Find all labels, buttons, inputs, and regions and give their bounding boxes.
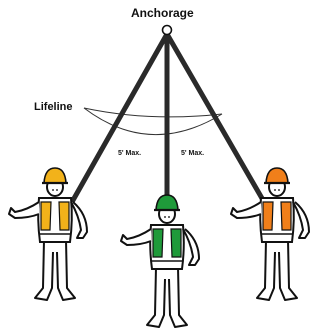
tie-off-lines — [72, 34, 267, 207]
leg-left — [147, 267, 165, 327]
hard-hat-icon — [156, 195, 178, 210]
arm-left — [231, 202, 261, 218]
right-worker-figure — [231, 168, 309, 300]
hard-hat-icon — [266, 168, 288, 183]
lifeline — [84, 108, 222, 135]
arm-right — [71, 202, 87, 238]
anchorage-label: Anchorage — [131, 6, 194, 20]
worker-right — [231, 168, 309, 300]
hard-hat-icon — [44, 168, 66, 183]
safety-vest-right-panel — [59, 202, 69, 230]
leg-left — [257, 240, 275, 300]
worker-left — [9, 168, 87, 300]
tie-off-line-left — [72, 34, 167, 202]
worker-center — [121, 195, 199, 327]
arm-right — [293, 202, 309, 238]
safety-vest-left-panel — [41, 202, 51, 230]
leg-right — [57, 240, 75, 300]
distance-label-left: 5' Max. — [118, 150, 141, 157]
leg-right — [169, 267, 187, 327]
arm-left — [121, 229, 151, 245]
safety-vest-right-panel — [281, 202, 291, 230]
tie-off-line-right — [167, 34, 267, 207]
distance-label-right: 5' Max. — [181, 150, 204, 157]
arm-left — [9, 202, 39, 218]
left-worker-figure — [9, 168, 87, 300]
arm-right — [183, 229, 199, 265]
safety-vest-left-panel — [263, 202, 273, 230]
safety-vest-left-panel — [153, 229, 163, 257]
leg-left — [35, 240, 53, 300]
center-worker-figure — [121, 195, 199, 327]
lifeline-label: Lifeline — [34, 101, 73, 113]
anchor-ring-icon — [163, 26, 172, 35]
lifeline-upper-curve — [84, 108, 222, 117]
leg-right — [279, 240, 297, 300]
safety-vest-right-panel — [171, 229, 181, 257]
